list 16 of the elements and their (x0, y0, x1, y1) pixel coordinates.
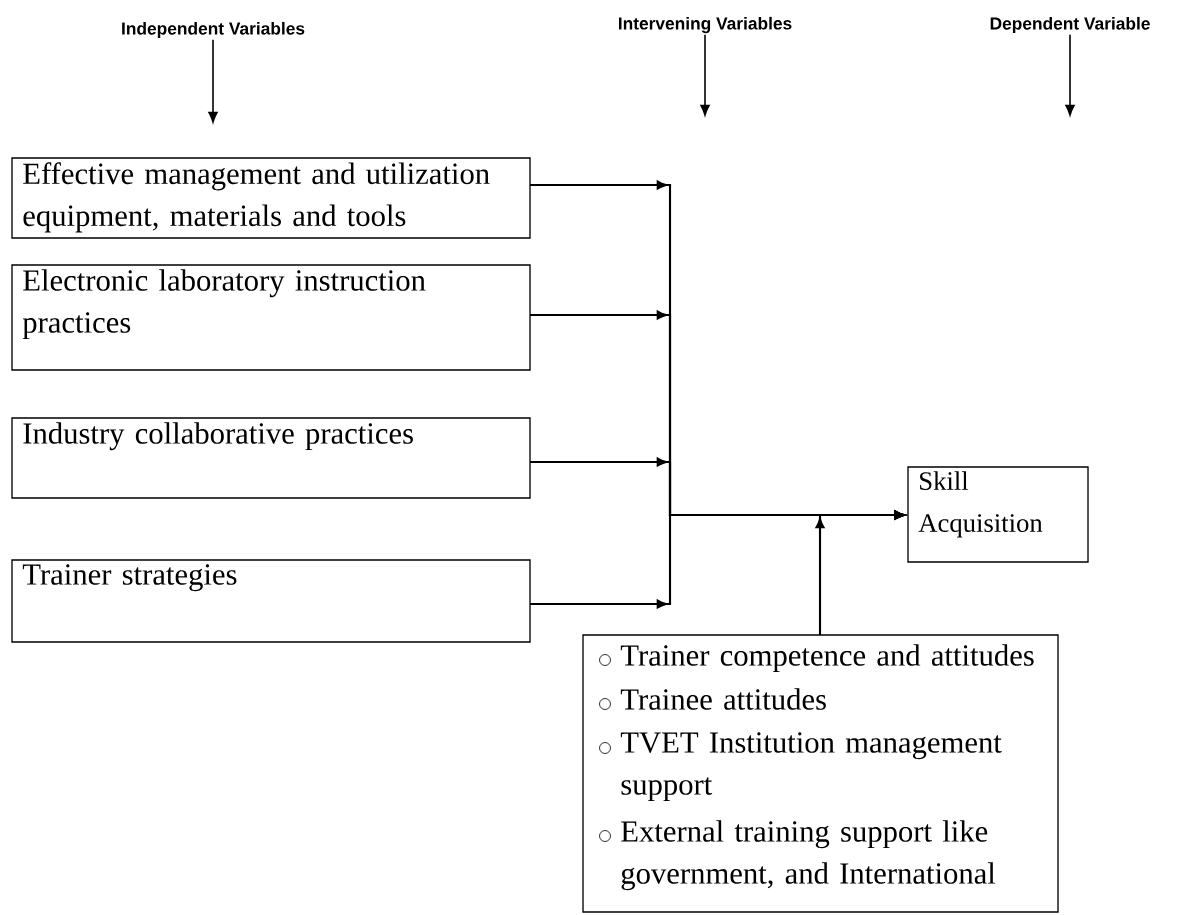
column-heading: Independent Variables (122, 21, 305, 39)
variable-box: Effective management and utilization equipment, materials and tools (11, 157, 531, 239)
column-heading: Dependent Variable (990, 16, 1150, 34)
column-heading: Intervening Variables (619, 16, 792, 34)
list-item: External training support like government, and International (621, 820, 996, 891)
variable-box: Skill Acquisition (907, 466, 1089, 563)
arrow (1065, 33, 1075, 116)
arrow (700, 33, 710, 116)
variable-box: Industry collaborative practices (11, 417, 531, 499)
list-item: Trainee attitudes (620, 688, 826, 710)
variable-box: Electronic laboratory instruction practices (11, 264, 531, 371)
arrow (208, 38, 218, 123)
list-item: Trainer competence and attitudes (620, 644, 1034, 673)
arrow (815, 510, 905, 635)
variable-box: Trainer strategies (11, 559, 531, 643)
list-item: TVET Institution management support (620, 732, 1002, 802)
